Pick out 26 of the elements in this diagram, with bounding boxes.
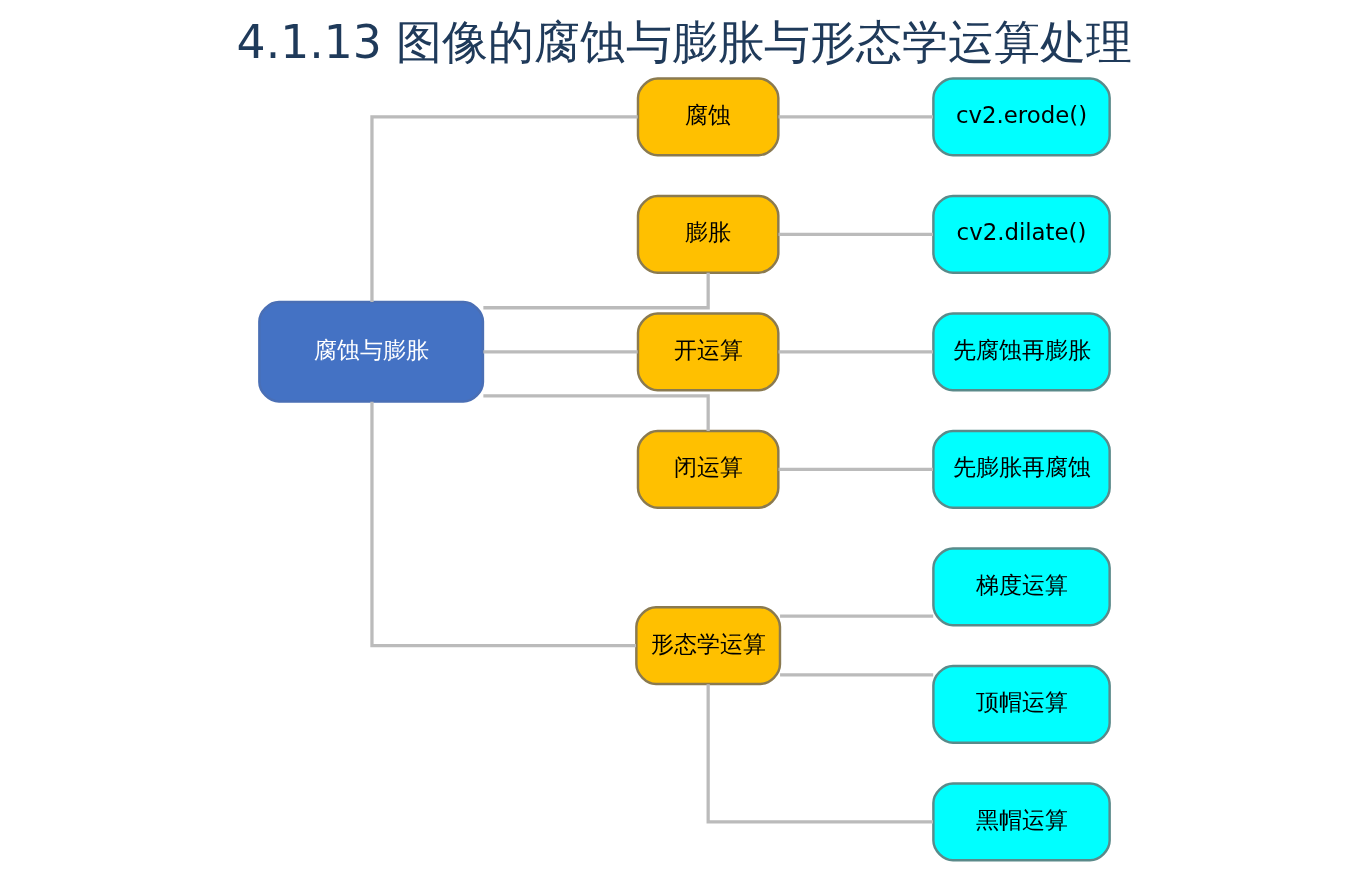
node-box: 膨胀 xyxy=(636,194,780,274)
connector xyxy=(778,115,933,119)
node-box: cv2.erode() xyxy=(932,77,1111,157)
connector xyxy=(370,115,638,302)
connector xyxy=(706,684,933,824)
node-box: 腐蚀与膨胀 xyxy=(258,300,485,403)
connector xyxy=(483,350,638,354)
node-box: 梯度运算 xyxy=(932,547,1111,627)
node-box: 闭运算 xyxy=(636,429,780,509)
node-box: 顶帽运算 xyxy=(932,664,1111,744)
node-box: cv2.dilate() xyxy=(932,194,1111,274)
node-box: 形态学运算 xyxy=(635,606,782,686)
connector xyxy=(370,401,637,648)
node-box: 腐蚀 xyxy=(636,77,780,157)
connector xyxy=(780,673,934,677)
diagram-title: 4.1.13 图像的腐蚀与膨胀与形态学运算处理 xyxy=(236,15,1133,69)
connector xyxy=(780,614,934,618)
node-box: 开运算 xyxy=(636,312,780,392)
connector xyxy=(483,272,710,310)
connector xyxy=(483,394,710,431)
node-box: 先膨胀再腐蚀 xyxy=(932,429,1111,509)
connector xyxy=(778,350,933,354)
node-box: 先腐蚀再膨胀 xyxy=(932,312,1111,392)
connector xyxy=(778,232,933,236)
node-box: 黑帽运算 xyxy=(932,782,1111,862)
connector xyxy=(778,467,933,471)
